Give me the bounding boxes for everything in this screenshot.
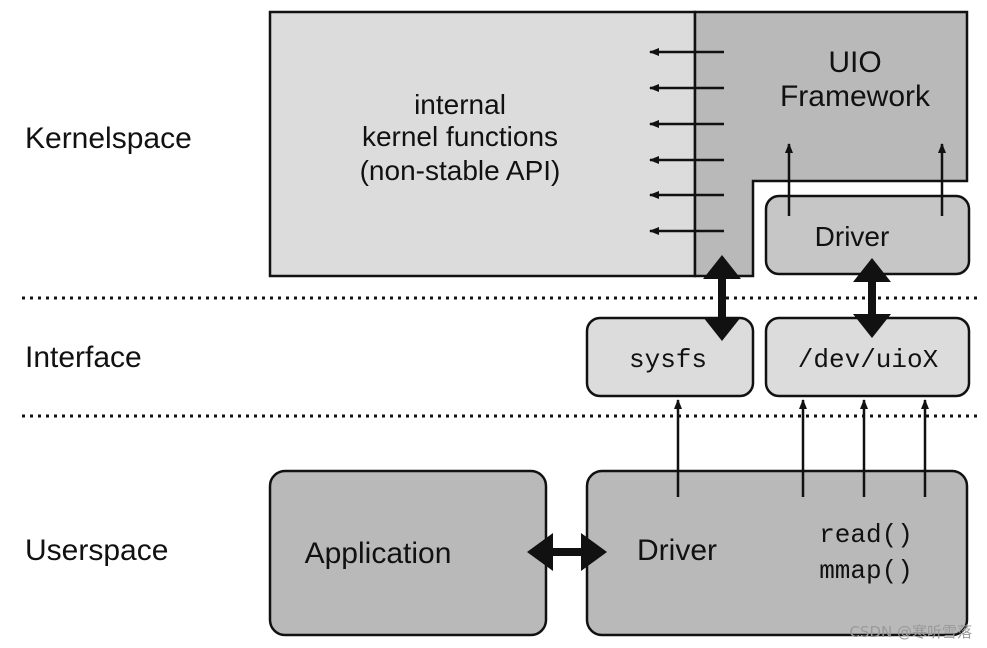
uio-framework-box xyxy=(693,10,969,278)
sysfs-label: sysfs xyxy=(629,345,707,375)
kernel-driver-label: Driver xyxy=(815,221,890,252)
application-driver-bidirectional-arrow xyxy=(527,533,607,571)
uio-framework-label-line1: UIO xyxy=(828,46,881,79)
uio-sysfs-bidirectional-arrow xyxy=(703,255,741,341)
application-label: Application xyxy=(305,537,452,570)
mmap-call-label: mmap() xyxy=(819,556,913,586)
userspace-driver-label: Driver xyxy=(637,534,717,567)
layer-label-interface: Interface xyxy=(25,341,142,374)
csdn-watermark: CSDN @寒听雪落 xyxy=(849,623,972,641)
dev-uiox-label: /dev/uioX xyxy=(798,345,939,375)
internal-kernel-functions-box xyxy=(268,10,697,278)
read-call-label: read() xyxy=(819,520,913,550)
internal-kernel-label-line3: (non-stable API) xyxy=(360,155,561,186)
layer-label-kernelspace: Kernelspace xyxy=(25,122,192,155)
internal-kernel-label-line2: kernel functions xyxy=(362,121,558,152)
driver-devuiox-bidirectional-arrow xyxy=(853,258,891,338)
uio-framework-label-line2: Framework xyxy=(780,80,931,113)
internal-kernel-label-line1: internal xyxy=(414,89,506,120)
uio-to-kernel-arrows xyxy=(649,48,724,235)
driver-to-uio-arrows xyxy=(785,143,946,216)
sysfs-box xyxy=(585,316,755,398)
userspace-to-interface-arrows xyxy=(674,399,929,497)
layer-label-userspace: Userspace xyxy=(25,534,168,567)
